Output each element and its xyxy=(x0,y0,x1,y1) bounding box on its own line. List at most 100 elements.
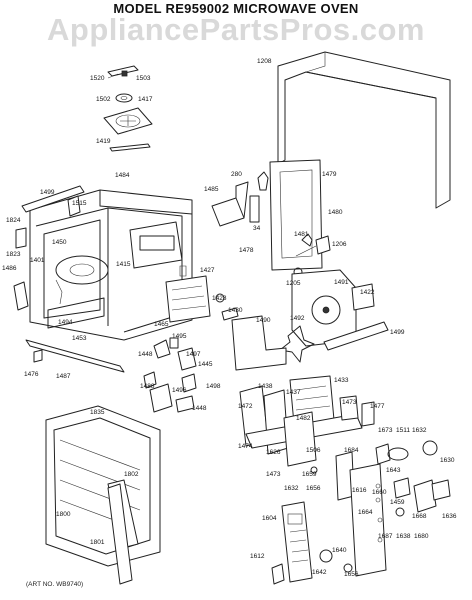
callout-1642: 1642 xyxy=(312,569,327,576)
callout-1473-a: 1473 xyxy=(342,399,357,406)
callout-1459: 1459 xyxy=(390,499,405,506)
callout-1632-b: 1632 xyxy=(284,485,299,492)
callout-1485: 1485 xyxy=(204,186,219,193)
callout-1499-right: 1499 xyxy=(390,329,405,336)
callout-1433: 1433 xyxy=(334,377,349,384)
callout-1453: 1453 xyxy=(72,335,87,342)
callout-1630: 1630 xyxy=(440,457,455,464)
callout-1478: 1478 xyxy=(239,247,254,254)
callout-1480: 1480 xyxy=(328,209,343,216)
callout-1656: 1656 xyxy=(306,485,321,492)
callout-1824: 1824 xyxy=(6,217,21,224)
callout-34: 34 xyxy=(253,225,261,232)
callout-1430: 1430 xyxy=(228,307,243,314)
callout-1206: 1206 xyxy=(332,241,347,248)
left-brackets xyxy=(13,185,85,311)
callout-1490: 1490 xyxy=(256,317,271,324)
callout-1496: 1496 xyxy=(172,387,187,394)
callout-1801: 1801 xyxy=(90,539,105,546)
callout-1502: 1502 xyxy=(96,96,111,103)
callout-1417: 1417 xyxy=(138,96,153,103)
callout-1515: 1515 xyxy=(72,200,87,207)
callout-1205: 1205 xyxy=(286,280,301,287)
callout-1497: 1497 xyxy=(186,351,201,358)
upper-control-parts xyxy=(211,159,331,277)
magnetron-area xyxy=(165,275,239,323)
callout-labels: 1520 1503 1502 1417 1419 1208 280 1479 1… xyxy=(2,58,457,578)
callout-1495: 1495 xyxy=(172,333,187,340)
callout-1473-b: 1473 xyxy=(266,471,281,478)
callout-1492: 1492 xyxy=(290,315,305,322)
callout-1488: 1488 xyxy=(140,383,155,390)
callout-1498: 1498 xyxy=(206,383,221,390)
callout-1802: 1802 xyxy=(124,471,139,478)
latch-parts xyxy=(25,337,197,413)
callout-1643: 1643 xyxy=(386,467,401,474)
callout-1484: 1484 xyxy=(115,172,130,179)
art-number: (ART NO. WB9740) xyxy=(26,581,84,588)
diagram-title: MODEL RE959002 MICROWAVE OVEN xyxy=(113,1,359,16)
callout-1835: 1835 xyxy=(90,409,105,416)
callout-1612: 1612 xyxy=(250,553,265,560)
callout-1636: 1636 xyxy=(442,513,457,520)
oven-cavity xyxy=(29,189,193,341)
callout-1687: 1687 xyxy=(378,533,393,540)
callout-1419: 1419 xyxy=(96,138,111,145)
door-assembly xyxy=(45,405,161,585)
callout-1664: 1664 xyxy=(358,509,373,516)
callout-1438: 1438 xyxy=(258,383,273,390)
watermark: AppliancePartsPros.com xyxy=(47,12,425,47)
callout-1506: 1506 xyxy=(306,447,321,454)
callout-1640: 1640 xyxy=(332,547,347,554)
callout-1476: 1476 xyxy=(24,371,39,378)
callout-1445: 1445 xyxy=(198,361,213,368)
callout-1680: 1680 xyxy=(414,533,429,540)
front-panel xyxy=(271,463,387,585)
stirrer-assembly xyxy=(103,65,153,152)
callout-1450: 1450 xyxy=(52,239,67,246)
callout-1616: 1616 xyxy=(352,487,367,494)
callout-1487: 1487 xyxy=(56,373,71,380)
callout-1448-a: 1448 xyxy=(138,351,153,358)
callout-1684: 1684 xyxy=(344,447,359,454)
callout-1428: 1428 xyxy=(212,295,227,302)
callout-1437: 1437 xyxy=(286,389,301,396)
right-small-parts xyxy=(375,440,451,517)
callout-1479: 1479 xyxy=(322,171,337,178)
callout-1823: 1823 xyxy=(6,251,21,258)
callout-1800: 1800 xyxy=(56,511,71,518)
callout-1477: 1477 xyxy=(370,403,385,410)
callout-1474: 1474 xyxy=(238,443,253,450)
callout-1486: 1486 xyxy=(2,265,17,272)
callout-1481: 1481 xyxy=(294,231,309,238)
callout-1208: 1208 xyxy=(257,58,272,65)
callout-1472: 1472 xyxy=(238,403,253,410)
callout-1448-b: 1448 xyxy=(192,405,207,412)
callout-1520: 1520 xyxy=(90,75,105,82)
callout-1604: 1604 xyxy=(262,515,277,522)
callout-1482: 1482 xyxy=(296,415,311,422)
control-panel-parts xyxy=(239,375,375,501)
callout-1494: 1494 xyxy=(58,319,73,326)
callout-1632: 1632 xyxy=(412,427,427,434)
callout-1660: 1660 xyxy=(372,489,387,496)
callout-280: 280 xyxy=(231,171,242,178)
callout-1659: 1659 xyxy=(302,471,317,478)
callout-1673: 1673 xyxy=(378,427,393,434)
callout-1656-b: 1656 xyxy=(344,571,359,578)
callout-1427: 1427 xyxy=(200,267,215,274)
callout-1511: 1511 xyxy=(396,427,410,434)
callout-1668: 1668 xyxy=(412,513,427,520)
callout-1415: 1415 xyxy=(116,261,131,268)
callout-1465: 1465 xyxy=(154,321,169,328)
callout-1491: 1491 xyxy=(334,279,349,286)
callout-1503: 1503 xyxy=(136,75,151,82)
callout-1422: 1422 xyxy=(360,289,375,296)
callout-1626: 1626 xyxy=(266,449,281,456)
callout-1401: 1401 xyxy=(30,257,45,264)
fan-assembly xyxy=(231,269,389,371)
callout-1638: 1638 xyxy=(396,533,411,540)
callout-1499: 1499 xyxy=(40,189,55,196)
